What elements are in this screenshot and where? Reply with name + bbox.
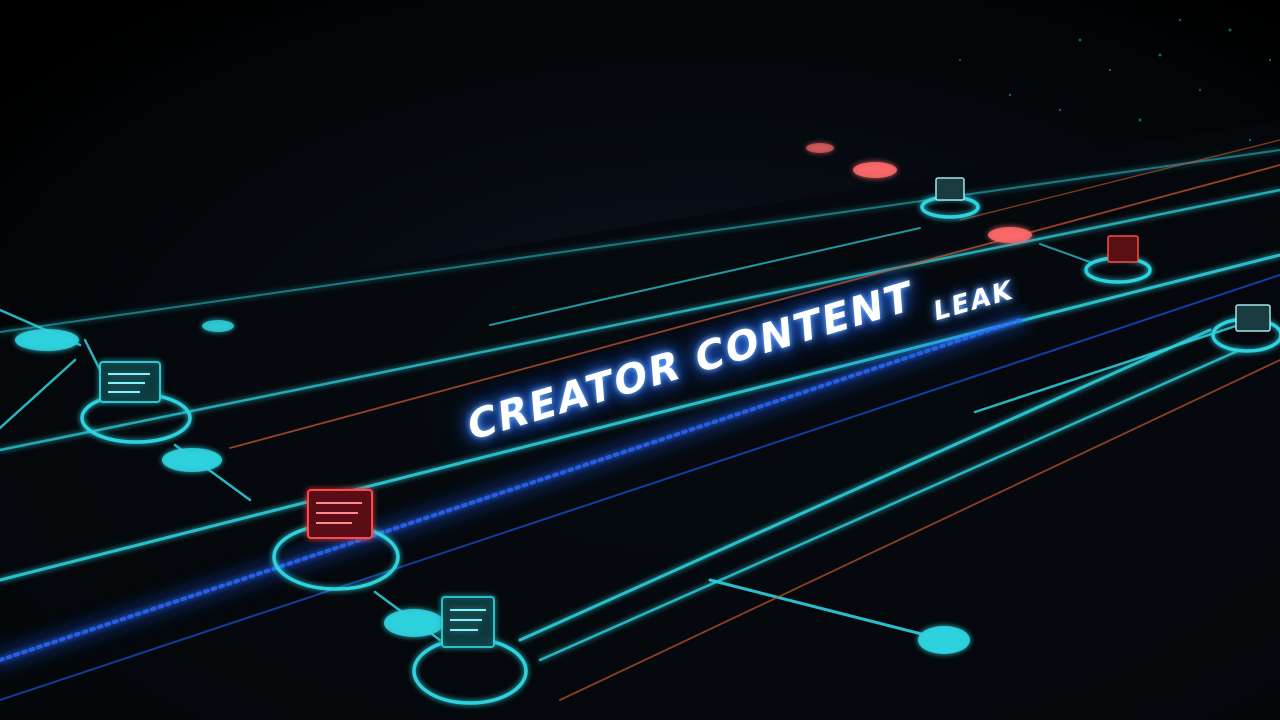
alert-marker: [988, 227, 1032, 243]
alert-markers: [806, 143, 1032, 243]
alert-marker: [853, 162, 897, 178]
node-dot: [918, 626, 970, 654]
document-icon: [441, 596, 495, 648]
surface-plane: [0, 120, 1280, 720]
node-dot: [162, 448, 222, 472]
alert-marker: [806, 143, 834, 153]
node-dot: [15, 329, 79, 351]
document-icon: [935, 177, 965, 201]
document-icon: [99, 361, 161, 403]
alert-document-icon: [1107, 235, 1139, 263]
network-nodes: [15, 320, 970, 654]
node-dot: [202, 320, 234, 332]
document-icon: [1235, 304, 1271, 332]
node-dot: [384, 609, 444, 637]
particles: [959, 18, 1272, 142]
alert-document-icon: [307, 489, 373, 539]
document-icons: [99, 177, 1271, 648]
